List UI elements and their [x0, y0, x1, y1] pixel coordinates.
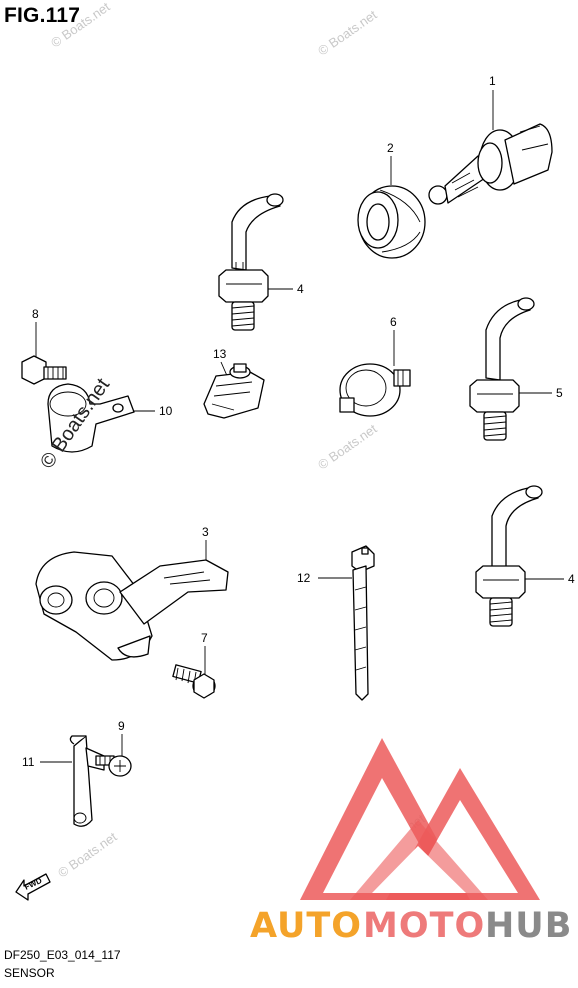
part-12-cable-tie: 12 — [297, 545, 375, 701]
figure-title: FIG.117 — [4, 4, 81, 27]
part-13-clip: 13 — [203, 347, 265, 419]
callout-1: 1 — [489, 74, 496, 88]
part-11-clip: 11 — [22, 735, 105, 827]
figure-code: DF250_E03_014_117 — [4, 948, 121, 962]
watermarks: © Boats.net © Boats.net © Boats.net © Bo… — [48, 0, 428, 880]
part-6-sensor: 6 — [339, 315, 411, 417]
callout-12: 12 — [297, 571, 311, 585]
callout-7: 7 — [201, 631, 208, 645]
callout-13: 13 — [213, 347, 227, 361]
brand-logo — [300, 738, 540, 900]
callout-5: 5 — [556, 386, 563, 400]
part-9-screw: 9 — [95, 719, 132, 777]
callout-11: 11 — [22, 755, 35, 769]
callout-9: 9 — [118, 719, 125, 733]
part-5-sender: 5 — [469, 297, 563, 441]
part-4-sender-right: 4 — [475, 485, 575, 627]
watermark: © Boats.net — [315, 7, 380, 59]
callout-3: 3 — [202, 525, 209, 539]
part-8-bolt: 8 — [21, 307, 67, 385]
brand-wordmark: AUTO MOTO HUB — [250, 906, 572, 946]
callout-6: 6 — [390, 315, 397, 329]
callout-4a: 4 — [297, 282, 304, 296]
figure-caption: SENSOR — [4, 966, 55, 980]
callout-4c: 4 — [568, 572, 575, 586]
brand-auto: AUTO — [250, 906, 362, 946]
watermark: © Boats.net — [55, 829, 120, 881]
part-3-bracket: 3 — [35, 525, 229, 661]
callout-2: 2 — [387, 141, 394, 155]
brand-moto: MOTO — [363, 906, 485, 946]
part-10-clamp: 10 — [47, 383, 173, 453]
part-7-screw: 7 — [172, 631, 216, 699]
part-1-sensor: 1 — [428, 74, 553, 205]
watermark: © Boats.net — [315, 421, 380, 473]
brand-hub: HUB — [485, 906, 572, 946]
callout-8: 8 — [32, 307, 39, 321]
part-2-grommet: 2 — [357, 141, 426, 259]
part-4-sender-top: 4 — [218, 193, 304, 331]
fwd-arrow: FWD — [15, 873, 51, 901]
callout-10: 10 — [159, 404, 173, 418]
